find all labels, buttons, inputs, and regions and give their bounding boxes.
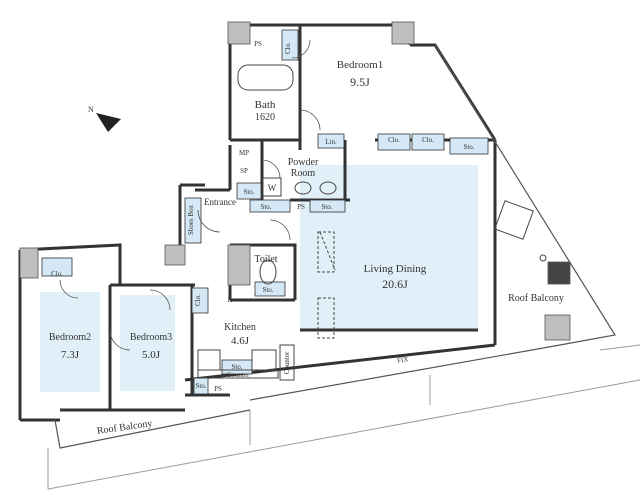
counter-horizontal-tag: Counter (227, 371, 250, 379)
sto-corridor-box (309, 199, 346, 213)
site-outline (47, 344, 640, 490)
entrance-label: Entrance (204, 197, 236, 207)
sto-entrance-tag: Sto. (243, 188, 254, 196)
clo-wardrobe-b-tag: Clo. (422, 136, 434, 144)
sink-kitchen (251, 349, 277, 371)
sto-toilet-box (254, 281, 286, 297)
drain-icon (539, 254, 547, 262)
sp-tag: SP (240, 167, 248, 175)
ps-bottom-tag: PS (214, 385, 222, 393)
sto-counter-tag: Sto. (231, 363, 242, 371)
living-dining-label: Living Dining (364, 263, 427, 275)
sto-bottom-tag: Sto. (195, 382, 206, 390)
sto-corridor-tag: Sto. (321, 203, 332, 211)
sink-left (294, 181, 312, 195)
kitchen-area: 4.6J (231, 335, 250, 347)
counter-vertical-tag: Counter (283, 351, 291, 374)
washer (262, 177, 282, 197)
balcony-outlines (54, 44, 616, 449)
clo-bedroom3-box (191, 287, 209, 314)
north-arrow-icon: N (88, 105, 121, 132)
counter-vertical-box (279, 344, 295, 381)
bedroom1-area: 9.5J (350, 75, 370, 89)
svg-text:N: N (88, 105, 94, 114)
sto-hall-box (249, 199, 291, 213)
clo-bedroom2-tag: Clo. (51, 270, 63, 278)
storage-tags: Clo. PS Lin. Clo. Clo. Sto. MP SP W Sto.… (51, 40, 475, 393)
ps-top-tag: PS (254, 40, 262, 48)
clo-wardrobe-a-box (377, 133, 411, 151)
shoes-box-tag: Shoes Box (187, 204, 195, 235)
bathtub (237, 64, 294, 91)
columns (19, 21, 571, 341)
living-dining-area: 20.6J (382, 277, 408, 291)
bedroom3-label: Bedroom3 (130, 332, 172, 343)
sto-entrance-box (236, 182, 262, 200)
clo-wardrobe-b-box (411, 133, 445, 151)
bedroom2-label: Bedroom2 (49, 332, 91, 343)
clo-bedroom3-tag: Clo. (194, 294, 202, 306)
bath-label: Bath (255, 99, 276, 111)
living-dining-floor (300, 165, 478, 330)
bedroom2-area: 7.3J (61, 349, 80, 361)
powder-room-label-1: Powder (288, 157, 319, 168)
sto-hall-tag: Sto. (260, 203, 271, 211)
toilet-label: Toilet (254, 254, 277, 265)
fixtures (197, 64, 547, 381)
ps-mid-tag: PS (297, 203, 305, 211)
toilet-bowl (259, 259, 277, 285)
door-swings (59, 39, 321, 351)
bedroom2-floor (40, 292, 100, 392)
outdoor-unit (494, 200, 534, 240)
sink-right (319, 181, 337, 195)
lin-box (317, 133, 345, 149)
bedroom3-floor (120, 295, 175, 391)
clo-wardrobe-a-tag: Clo. (388, 136, 400, 144)
lin-tag: Lin. (325, 138, 337, 146)
counter-horizontal-box (197, 369, 279, 379)
r-tag: R (228, 296, 233, 304)
storage-boxes (41, 29, 489, 395)
bedroom1-label: Bedroom1 (337, 59, 383, 71)
bedroom3-area: 5.0J (142, 349, 161, 361)
bath-size: 1620 (255, 112, 275, 123)
clo-bedroom2-box (41, 257, 73, 277)
kitchen-label: Kitchen (224, 322, 256, 333)
powder-room-label-2: Room (291, 168, 316, 179)
sto-living-tag: Sto. (463, 143, 474, 151)
fix-window-tag: FIX (397, 355, 409, 364)
roof-balcony-bottom-label: Roof Balcony (96, 418, 153, 437)
sto-toilet-tag: Sto. (262, 286, 273, 294)
w-tag: W (268, 183, 277, 193)
clo-bedroom1-tag: Clo. (284, 42, 292, 54)
mp-tag: MP (239, 149, 249, 157)
clo-bedroom1-box (281, 29, 299, 61)
roof-balcony-right-label: Roof Balcony (508, 293, 564, 304)
sto-living-box (449, 137, 489, 155)
stove (197, 349, 221, 371)
